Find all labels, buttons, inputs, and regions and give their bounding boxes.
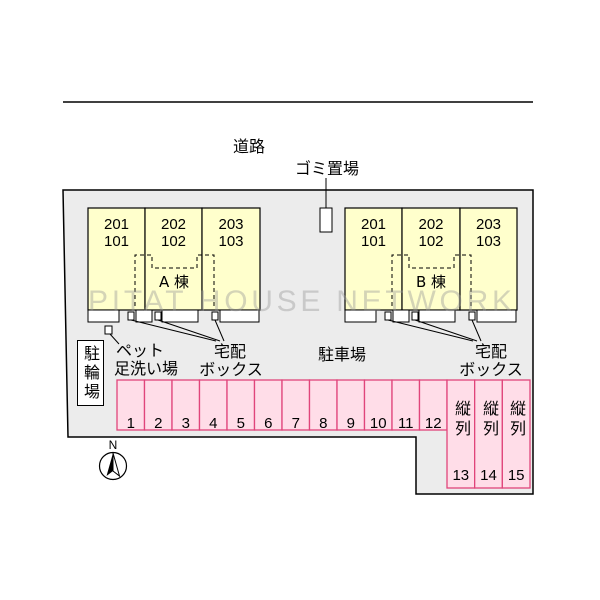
parking-space-number: 8 <box>319 415 327 432</box>
porch <box>476 309 517 323</box>
delivery-leader-line <box>387 319 474 342</box>
unit-block <box>401 207 461 311</box>
porch <box>219 309 260 323</box>
delivery-leader-line <box>157 319 221 342</box>
parking-space-number: 6 <box>264 415 272 432</box>
north-compass: N <box>98 438 128 481</box>
garbage-area-label: ゴミ置場 <box>295 159 359 178</box>
watermark-text-content: PITAT HOUSE NETWORK <box>88 285 512 318</box>
parking-row: 1 2 3 4 5 6 7 8 9 10 11 12 <box>116 379 448 432</box>
unit-block <box>344 207 403 311</box>
delivery-leader-line <box>130 319 217 342</box>
parking-space <box>116 379 146 431</box>
tandem-space-number: 15 <box>508 467 525 484</box>
unit-lower-number: 102 <box>161 233 186 250</box>
delivery-box-b-label-line2: ボックス <box>459 360 523 379</box>
delivery-box-a-label-line1: 宅配 <box>214 342 246 361</box>
unit-upper-number: 202 <box>418 216 443 233</box>
parking-space <box>336 379 366 431</box>
north-arrow-icon <box>106 453 113 476</box>
unit-upper-number: 203 <box>218 216 243 233</box>
parking-space-number: 12 <box>425 415 442 432</box>
unit-lower-number: 102 <box>418 233 443 250</box>
parking-space-number: 9 <box>347 415 355 432</box>
delivery-leader-line <box>214 319 225 342</box>
tandem-parking-space <box>474 379 503 489</box>
parking-lot-label: 駐車場 <box>318 345 366 364</box>
building-a: 201 101 202 102 203 103 A 棟 <box>87 207 261 342</box>
delivery-box-b-label-line1: 宅配 <box>475 342 507 361</box>
parking-space <box>198 379 228 431</box>
delivery-box-a-label-line2: ボックス <box>199 360 263 379</box>
parking-space-number: 2 <box>154 415 162 432</box>
north-arrow-icon <box>112 452 121 478</box>
parking-space <box>226 379 256 431</box>
tandem-space-number: 13 <box>452 467 469 484</box>
unit-upper-number: 202 <box>161 216 186 233</box>
building-name: B 棟 <box>416 273 446 291</box>
tandem-label: 縦列 <box>480 400 499 440</box>
watermark-text: PITAT HOUSE NETWORK <box>88 285 512 318</box>
unit-upper-number: 201 <box>361 216 386 233</box>
compass-north-label: N <box>109 438 118 452</box>
garbage-box-icon <box>319 207 333 233</box>
tandem-parking: 13 14 15 <box>446 379 531 489</box>
bicycle-parking: 駐輪場 <box>77 340 104 406</box>
parking-space <box>253 379 283 431</box>
unit-lower-number: 103 <box>218 233 243 250</box>
pet-wash-leader-line <box>109 333 120 345</box>
tandem-parking-space <box>446 379 476 489</box>
building-name: A 棟 <box>159 273 189 291</box>
delivery-leader-line <box>471 319 482 342</box>
unit-block <box>459 207 518 311</box>
porch <box>87 309 120 323</box>
unit-lower-number: 103 <box>476 233 501 250</box>
pet-wash-label-line2: 足洗い場 <box>114 359 178 378</box>
parking-space-number: 7 <box>292 415 300 432</box>
unit-upper-number: 203 <box>476 216 501 233</box>
tandem-space-number: 14 <box>480 467 497 484</box>
tandem-label: 縦列 <box>452 400 471 440</box>
parking-space-number: 4 <box>209 415 217 432</box>
parking-space-number: 11 <box>398 415 414 432</box>
pet-wash-label-line1: ペット <box>116 341 164 360</box>
porch <box>418 309 456 323</box>
building-b: 201 101 202 102 203 103 B 棟 <box>344 207 518 342</box>
road-label: 道路 <box>233 137 265 156</box>
parking-space <box>391 379 421 431</box>
tandem-label: 縦列 <box>507 400 526 440</box>
parking-space-number: 10 <box>370 415 387 432</box>
parking-space-number: 3 <box>182 415 190 432</box>
tandem-parking-space <box>501 379 531 489</box>
parking-space-number: 1 <box>127 415 135 432</box>
parking-space <box>143 379 173 431</box>
porch <box>161 309 199 323</box>
porch <box>392 309 410 323</box>
pet-wash-icon <box>104 325 113 335</box>
parking-space <box>363 379 393 431</box>
unit-lower-number: 101 <box>361 233 386 250</box>
parking-space-number: 5 <box>237 415 245 432</box>
unit-upper-number: 201 <box>104 216 129 233</box>
unit-block <box>87 207 146 311</box>
porch <box>135 309 153 323</box>
delivery-leader-line <box>414 319 478 342</box>
porch <box>344 309 377 323</box>
parking-space <box>418 379 448 431</box>
parking-space <box>171 379 201 431</box>
unit-lower-number: 101 <box>104 233 129 250</box>
